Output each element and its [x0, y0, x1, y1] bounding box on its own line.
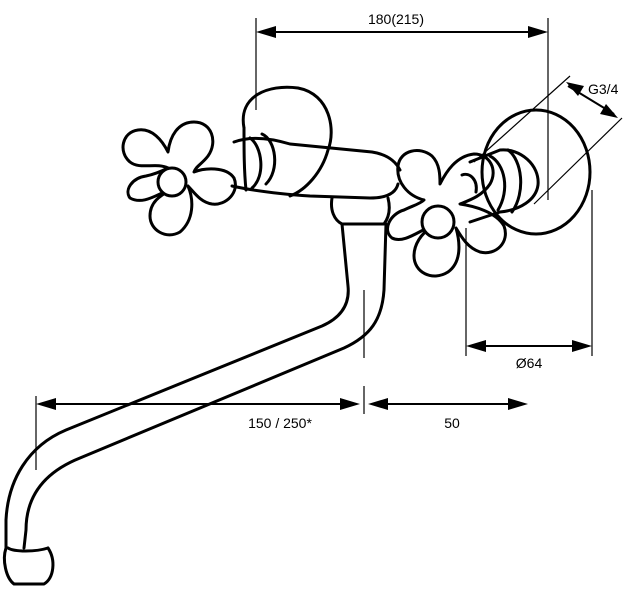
swivel-spout: [2, 196, 391, 586]
reach-dimension: 150 / 250*: [35, 290, 365, 470]
offset-label: 50: [444, 415, 460, 431]
mixer-body: [230, 132, 402, 200]
diameter-label: Ø64: [516, 355, 543, 371]
offset-dimension: 50: [368, 398, 528, 431]
width-dimension: 180(215): [255, 11, 549, 200]
right-cross-handle: [386, 149, 507, 278]
thread-dimension: G3/4: [473, 75, 623, 205]
right-connector: [460, 148, 540, 224]
left-cross-handle: [121, 120, 237, 237]
width-label: 180(215): [368, 11, 424, 27]
right-wall-cover: [480, 108, 592, 236]
reach-label: 150 / 250*: [248, 415, 312, 431]
thread-label: G3/4: [588, 81, 619, 97]
diameter-dimension: Ø64: [465, 190, 593, 371]
